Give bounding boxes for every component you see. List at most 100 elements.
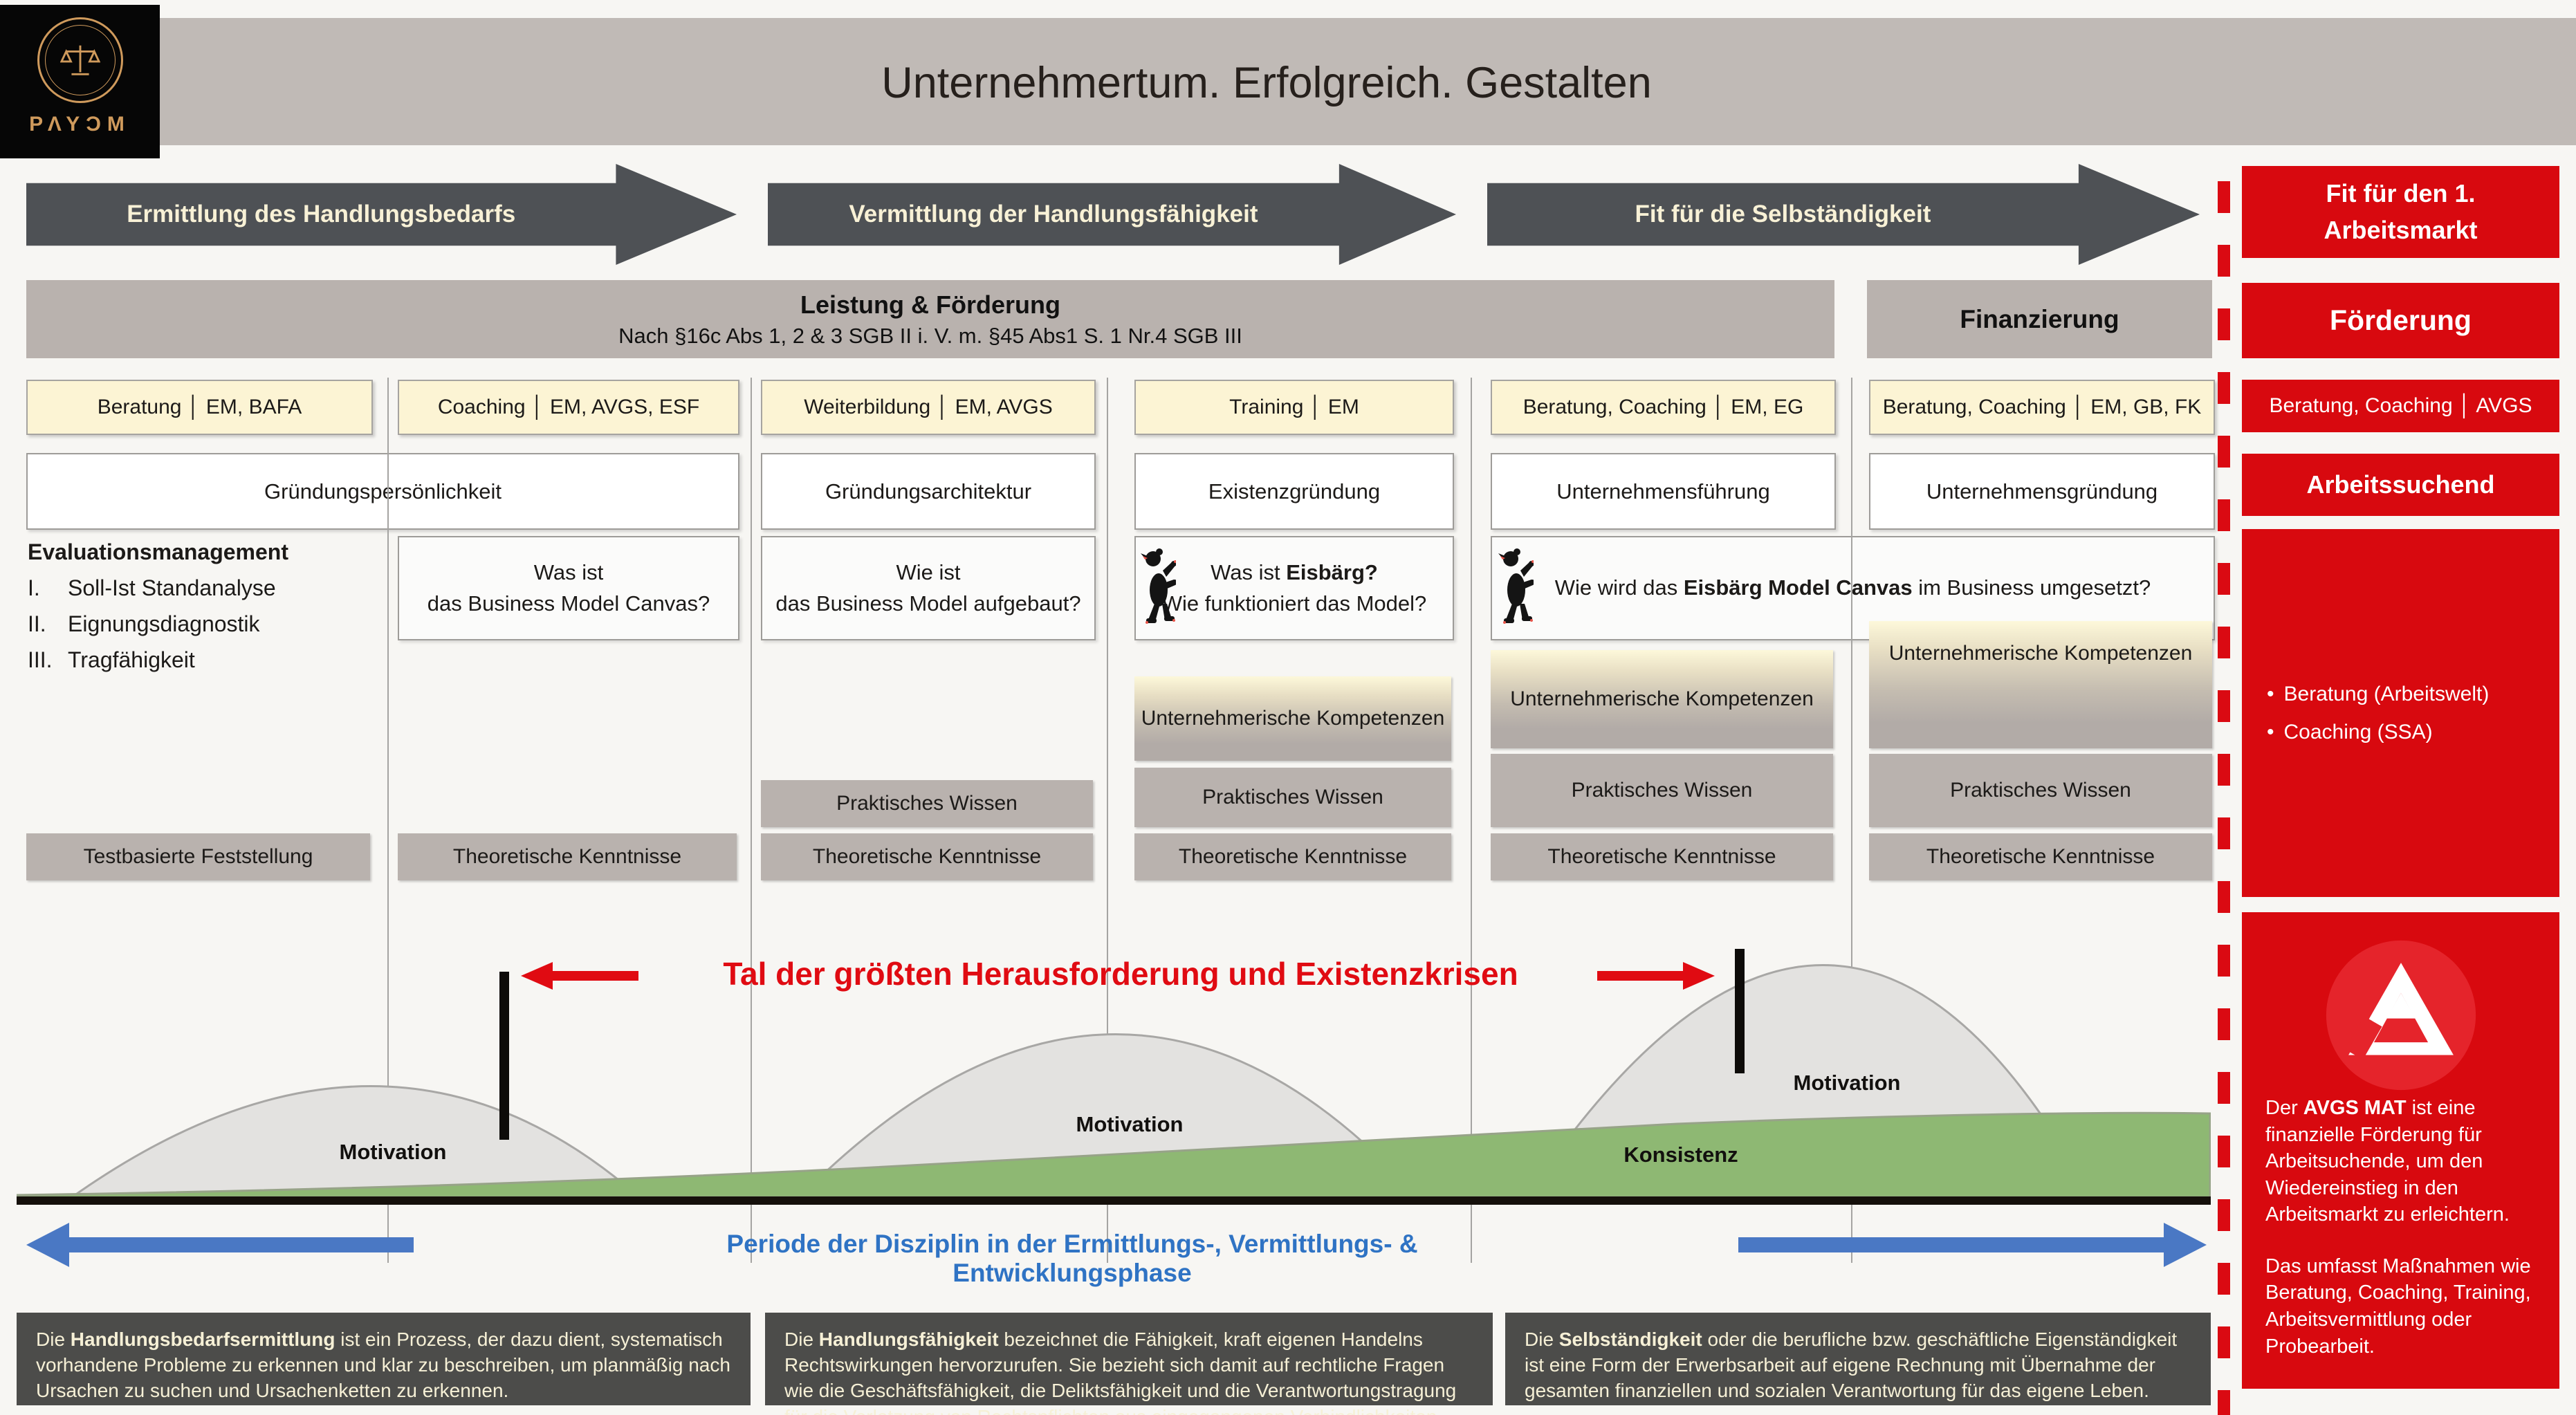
definition-handlungsfaehigkeit: Die Handlungsfähigkeit bezeichnet die Fä…	[765, 1313, 1493, 1415]
stack-praktisches-wissen: Praktisches Wissen	[761, 780, 1093, 827]
column-separator	[1471, 1205, 1472, 1263]
column-separator	[751, 1205, 752, 1263]
list-item: II. Eignungsdiagnostik	[28, 606, 360, 642]
topic-gruendungspersoenlichkeit: Gründungspersönlichkeit	[26, 453, 739, 530]
sidebar-foerderung: Förderung	[2242, 283, 2559, 358]
label-motivation-1: Motivation	[339, 1140, 447, 1164]
funding-box-weiterbildung: Weiterbildung │ EM, AVGS	[761, 380, 1096, 435]
funding-box-beratung: Beratung │ EM, BAFA	[26, 380, 373, 435]
header-band	[0, 18, 2576, 145]
list-item: I. Soll-Ist Standanalyse	[28, 570, 360, 606]
sidebar-arbeitssuchend: Arbeitssuchend	[2242, 454, 2559, 516]
stack-unternehmerische-kompetenzen: Unternehmerische Kompetenzen	[1491, 650, 1833, 748]
phase-label: Ermittlung des Handlungsbedarfs	[127, 201, 516, 228]
label-motivation-3: Motivation	[1793, 1071, 1901, 1095]
question-aufbau: Wie ist das Business Model aufgebaut?	[761, 536, 1096, 640]
question-line: Was ist Eisbärg?	[1211, 559, 1378, 584]
stack-theoretische-kenntnisse: Theoretische Kenntnisse	[1491, 833, 1833, 880]
funding-box-coaching: Coaching │ EM, AVGS, ESF	[398, 380, 739, 435]
question-line: Wie ist	[896, 559, 961, 584]
stack-praktisches-wissen: Praktisches Wissen	[1134, 768, 1451, 827]
evaluation-list: Evaluationsmanagement I. Soll-Ist Standa…	[28, 534, 360, 678]
stack-theoretische-kenntnisse: Theoretische Kenntnisse	[1134, 833, 1451, 880]
item-numeral: II.	[28, 611, 46, 636]
finanzierung-box: Finanzierung	[1867, 280, 2212, 358]
stack-praktisches-wissen: Praktisches Wissen	[1491, 754, 1833, 827]
stack-praktisches-wissen: Praktisches Wissen	[1869, 754, 2212, 827]
crisis-marker-bar	[1735, 949, 1745, 1073]
sidebar-avgs-box: Der AVGS MAT ist eine finanzielle Förder…	[2242, 912, 2559, 1389]
red-arrow-right-icon	[1597, 962, 1715, 990]
phase-label: Vermittlung der Handlungsfähigkeit	[849, 201, 1258, 228]
stack-theoretische-kenntnisse: Theoretische Kenntnisse	[761, 833, 1093, 880]
red-arrow-left-icon	[521, 962, 638, 990]
item-text: Eignungsdiagnostik	[68, 611, 260, 636]
band-subtitle: Nach §16c Abs 1, 2 & 3 SGB II i. V. m. §…	[618, 323, 1242, 348]
funding-box-beratung-coaching-eg: Beratung, Coaching │ EM, EG	[1491, 380, 1836, 435]
question-line: das Business Model aufgebaut?	[775, 591, 1081, 616]
arbeitsagentur-logo-icon	[2326, 940, 2476, 1091]
stack-unternehmerische-kompetenzen: Unternehmerische Kompetenzen	[1869, 621, 2212, 748]
column-separator	[1851, 378, 1852, 1199]
stack-testbasierte-feststellung: Testbasierte Feststellung	[26, 833, 370, 880]
evaluation-title: Evaluationsmanagement	[28, 539, 288, 564]
crisis-marker-bar	[499, 972, 509, 1140]
topic-existenzgruendung: Existenzgründung	[1134, 453, 1454, 530]
sidebar-fit-arbeitsmarkt: Fit für den 1. Arbeitsmarkt	[2242, 166, 2559, 258]
sidebar-bullet-box: Beratung (Arbeitswelt) Coaching (SSA)	[2242, 529, 2559, 897]
column-separator	[1851, 1205, 1852, 1263]
column-separator	[1107, 378, 1108, 1199]
paragraph: Das umfasst Maßnahmen wie Beratung, Coac…	[2265, 1255, 2531, 1358]
label-konsistenz: Konsistenz	[1623, 1143, 1738, 1167]
question-line: Wie wird das Eisbärg Model Canvas im Bus…	[1554, 575, 2151, 600]
sidebar-beratung-avgs: Beratung, Coaching │ AVGS	[2242, 380, 2559, 432]
funding-box-training: Training │ EM	[1134, 380, 1454, 435]
avgs-description: Der AVGS MAT ist eine finanzielle Förder…	[2242, 1095, 2559, 1385]
stack-theoretische-kenntnisse: Theoretische Kenntnisse	[398, 833, 737, 880]
valley-title: Tal der größten Herausforderung und Exis…	[723, 956, 1518, 992]
logo-ring	[37, 17, 123, 103]
column-separator	[387, 1205, 389, 1263]
item-text: Tragfähigkeit	[68, 647, 195, 672]
phase-label: Fit für die Selbständigkeit	[1635, 201, 1931, 228]
band-title: Leistung & Förderung	[800, 290, 1060, 319]
question-line: Was ist	[533, 559, 604, 584]
column-separator	[751, 378, 752, 1199]
discipline-caption: Periode der Disziplin in der Ermittlungs…	[726, 1230, 1418, 1287]
phase-arrow-selbstaendigkeit: Fit für die Selbständigkeit	[1487, 164, 2200, 265]
question-line: Wie funktioniert das Model?	[1161, 591, 1427, 616]
column-separator	[1471, 378, 1472, 1199]
funding-box-beratung-coaching-gb: Beratung, Coaching │ EM, GB, FK	[1869, 380, 2215, 435]
red-dashed-divider	[2218, 181, 2230, 1415]
berlin-bear-icon	[1498, 548, 1534, 624]
question-canvas: Was ist das Business Model Canvas?	[398, 536, 739, 640]
column-separator	[1107, 1205, 1108, 1263]
motivation-curve-chart	[17, 964, 2211, 1205]
logo-text: ΡΛΥƆΜ	[29, 113, 131, 136]
stack-theoretische-kenntnisse: Theoretische Kenntnisse	[1869, 833, 2212, 880]
item-numeral: III.	[28, 647, 53, 672]
definition-handlungsbedarfsermittlung: Die Handlungsbedarfsermittlung ist ein P…	[17, 1313, 751, 1405]
list-item: III. Tragfähigkeit	[28, 642, 360, 678]
blue-arrow-right-icon	[1738, 1223, 2207, 1267]
phase-arrow-vermittlung: Vermittlung der Handlungsfähigkeit	[768, 164, 1456, 265]
question-line: das Business Model Canvas?	[427, 591, 710, 616]
company-logo: ΡΛΥƆΜ	[0, 5, 160, 158]
topic-gruendungsarchitektur: Gründungsarchitektur	[761, 453, 1096, 530]
item-numeral: I.	[28, 575, 40, 600]
blue-arrow-left-icon	[26, 1223, 414, 1267]
paragraph: Der AVGS MAT ist eine finanzielle Förder…	[2265, 1097, 2510, 1226]
label-motivation-2: Motivation	[1076, 1112, 1184, 1136]
phase-arrow-ermittlung: Ermittlung des Handlungsbedarfs	[26, 164, 737, 265]
berlin-bear-icon	[1141, 548, 1176, 624]
page-title: Unternehmertum. Erfolgreich. Gestalten	[881, 59, 1652, 107]
leistung-foerderung-band: Leistung & Förderung Nach §16c Abs 1, 2 …	[26, 280, 1834, 358]
topic-unternehmensgruendung: Unternehmensgründung	[1869, 453, 2215, 530]
list-item: Coaching (SSA)	[2267, 713, 2534, 752]
list-item: Beratung (Arbeitswelt)	[2267, 675, 2534, 714]
stack-unternehmerische-kompetenzen: Unternehmerische Kompetenzen	[1134, 676, 1451, 761]
item-text: Soll-Ist Standanalyse	[68, 575, 276, 600]
definition-selbstaendigkeit: Die Selbständigkeit oder die berufliche …	[1505, 1313, 2211, 1405]
topic-unternehmensfuehrung: Unternehmensführung	[1491, 453, 1836, 530]
